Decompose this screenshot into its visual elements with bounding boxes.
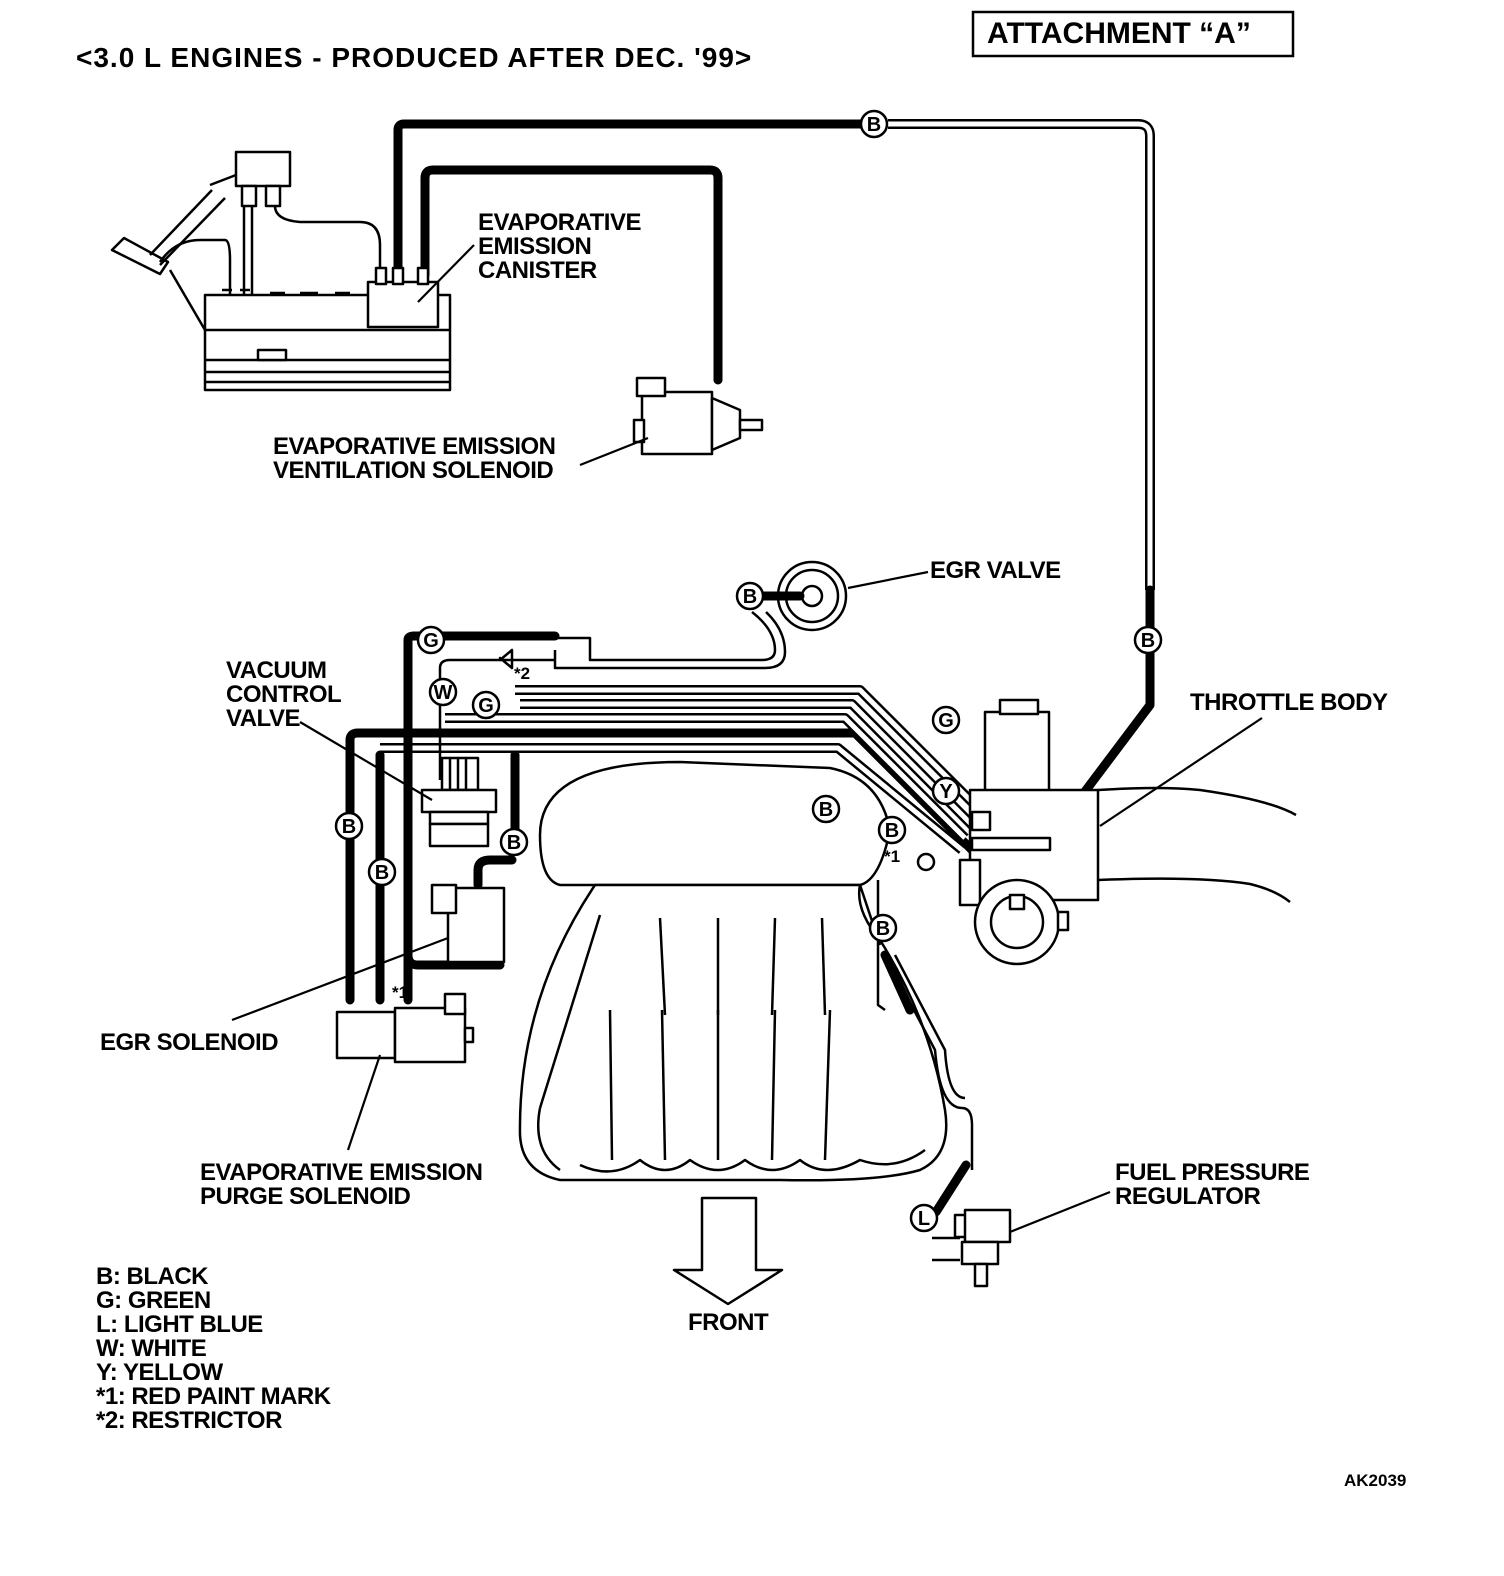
- egr-valve: [759, 560, 848, 632]
- vent-solenoid-label-1: EVAPORATIVE EMISSION: [273, 433, 556, 460]
- intake-manifold: [518, 760, 948, 1182]
- mark2: *2: [514, 664, 530, 683]
- badge-black-bundle-1: B: [811, 794, 841, 824]
- vacuum-control-valve: [420, 756, 498, 848]
- canister-label-1: EVAPORATIVE: [478, 209, 641, 236]
- badge-black-bundle-2: B: [877, 815, 907, 845]
- egr-solenoid-label: EGR SOLENOID: [100, 1029, 278, 1056]
- badge-black-throttle-line: B: [1133, 625, 1163, 655]
- legend-item: *2: RESTRICTOR: [96, 1407, 282, 1434]
- canister-label-3: CANISTER: [478, 257, 597, 284]
- legend-item: *1: RED PAINT MARK: [96, 1383, 332, 1410]
- front-arrow: [672, 1196, 784, 1306]
- svg-text:B: B: [885, 820, 899, 842]
- fpr-label-2: REGULATOR: [1115, 1183, 1260, 1210]
- legend-item: L: LIGHT BLUE: [96, 1311, 263, 1338]
- badge-light-blue: L: [909, 1203, 939, 1233]
- svg-text:G: G: [938, 710, 954, 732]
- badge-black-egr-valve: B: [735, 581, 765, 611]
- front-label: FRONT: [688, 1309, 769, 1336]
- badge-black-fpr: B: [868, 913, 898, 943]
- svg-text:G: G: [478, 695, 494, 717]
- badge-yellow: Y: [931, 776, 961, 806]
- svg-text:G: G: [423, 630, 439, 652]
- svg-text:B: B: [867, 114, 881, 136]
- badge-black-left-2: B: [367, 857, 397, 887]
- purge-solenoid-label-2: PURGE SOLENOID: [200, 1183, 411, 1210]
- svg-text:B: B: [1141, 630, 1155, 652]
- egr-valve-label: EGR VALVE: [930, 557, 1061, 584]
- badge-white: W: [428, 677, 458, 707]
- svg-text:B: B: [375, 862, 389, 884]
- throttle-body: [958, 698, 1297, 966]
- vcv-label-3: VALVE: [226, 705, 300, 732]
- hose-canister-to-throttle: [393, 119, 877, 280]
- legend-item: B: BLACK: [96, 1263, 209, 1290]
- svg-text:B: B: [743, 586, 757, 608]
- canister-label-2: EMISSION: [478, 233, 591, 260]
- svg-text:B: B: [876, 918, 890, 940]
- mark1-manifold: *1: [884, 847, 900, 866]
- fuel-pressure-regulator: [932, 1208, 1012, 1288]
- svg-text:B: B: [507, 832, 521, 854]
- badge-black-top: B: [859, 109, 889, 139]
- vent-solenoid: [632, 376, 764, 456]
- svg-text:W: W: [434, 682, 453, 704]
- fpr-label-1: FUEL PRESSURE: [1115, 1159, 1310, 1186]
- badge-black-egr-sol: B: [499, 827, 529, 857]
- svg-text:Y: Y: [939, 781, 953, 803]
- svg-text:B: B: [342, 816, 356, 838]
- attachment-label: ATTACHMENT “A”: [987, 17, 1251, 50]
- badge-green-1: G: [416, 625, 446, 655]
- legend-item: W: WHITE: [96, 1335, 207, 1362]
- attachment-box: [971, 10, 1295, 58]
- badge-green-2: G: [471, 690, 501, 720]
- svg-text:B: B: [819, 799, 833, 821]
- page-title: <3.0 L ENGINES - PRODUCED AFTER DEC. '99…: [76, 42, 752, 73]
- vcv-label-2: CONTROL: [226, 681, 341, 708]
- evaporative-emission-canister: [110, 150, 452, 392]
- purge-solenoid-label-1: EVAPORATIVE EMISSION: [200, 1159, 483, 1186]
- vent-solenoid-label-2: VENTILATION SOLENOID: [273, 457, 553, 484]
- egr-solenoid: [430, 883, 506, 964]
- figure-code: AK2039: [1344, 1471, 1406, 1490]
- badge-black-left-1: B: [334, 811, 364, 841]
- color-legend: B: BLACK G: GREEN L: LIGHT BLUE W: WHITE…: [96, 1263, 332, 1434]
- throttle-body-label: THROTTLE BODY: [1190, 689, 1388, 716]
- mark1-purge: *1: [392, 983, 408, 1002]
- vcv-label-1: VACUUM: [226, 657, 327, 684]
- legend-item: G: GREEN: [96, 1287, 211, 1314]
- legend-item: Y: YELLOW: [96, 1359, 223, 1386]
- badge-green-3: G: [931, 705, 961, 735]
- svg-text:L: L: [918, 1208, 930, 1230]
- purge-solenoid: [335, 992, 475, 1064]
